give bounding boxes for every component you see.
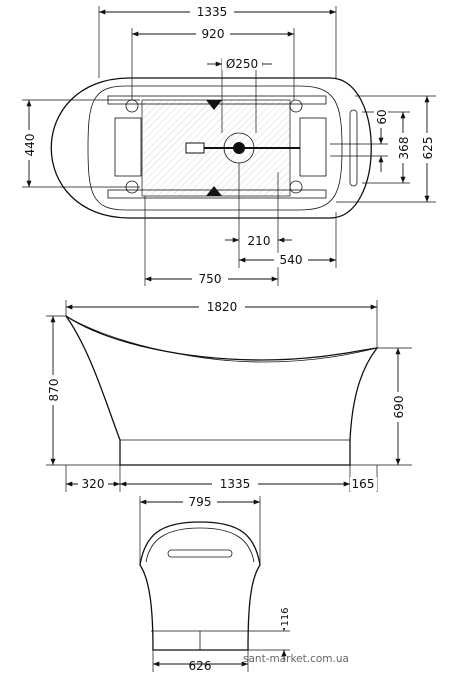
tub-basin-top	[87, 85, 343, 211]
dim-end-width: 795	[189, 495, 212, 509]
foot-top-right	[289, 99, 303, 113]
tub-outline-side	[65, 315, 379, 466]
end-view: 795 626 116	[139, 495, 291, 673]
dim-overall-width: 625	[421, 137, 435, 160]
dim-center-to-drain: 750	[199, 272, 222, 286]
dim-base-width: 626	[189, 659, 212, 673]
dim-base-height: 116	[280, 607, 291, 626]
bracket-bottom	[206, 186, 222, 196]
dim-drain-diameter: Ø250	[226, 57, 258, 71]
overflow-slot	[349, 109, 358, 187]
dim-width-368: 368	[397, 137, 411, 160]
drain-connector	[185, 142, 205, 154]
bracket-top	[206, 100, 222, 110]
dim-rim-height: 690	[392, 396, 406, 419]
dim-drain-to-end: 540	[280, 253, 303, 267]
tub-inner-curve	[65, 315, 378, 363]
tub-end-rim	[145, 527, 255, 563]
dim-total-height: 870	[47, 379, 61, 402]
dim-left-overhang: 320	[82, 477, 105, 491]
end-bracket-left	[114, 117, 142, 177]
dim-inner-width: 440	[23, 134, 37, 157]
end-view-overflow	[167, 549, 233, 558]
top-view: 1335 920 Ø250 440 625 368	[22, 3, 436, 286]
dim-drain-offset: 210	[248, 234, 271, 248]
foot-bottom-right	[289, 180, 303, 194]
dim-inner-length: 920	[202, 27, 225, 41]
side-view: 1820 870 690 320 1335 165	[46, 299, 412, 492]
dim-right-overhang: 165	[352, 477, 375, 491]
dim-total-length: 1820	[207, 300, 238, 314]
dim-offset-60: 60	[375, 109, 389, 124]
dim-base-length: 1335	[220, 477, 251, 491]
tub-outline-end	[139, 521, 261, 651]
dim-overall-length: 1335	[197, 5, 228, 19]
watermark: sant-market.com.ua	[243, 653, 349, 665]
